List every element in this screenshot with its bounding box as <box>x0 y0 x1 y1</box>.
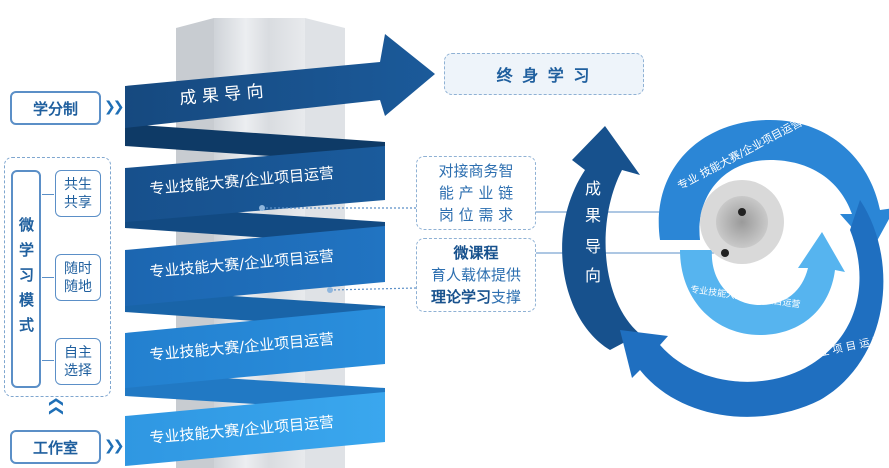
ribbon-outcome-arrow <box>125 34 435 128</box>
outcome-cycle-arrow <box>562 126 640 350</box>
mode-item-text: 随时随地 <box>64 260 92 295</box>
callout-line: 能 产 业 链 <box>438 184 514 202</box>
ribbon-3 <box>125 308 385 388</box>
mode-item-coexist: 共生共享 <box>55 170 101 217</box>
chevron-up-icon: ❯❯ <box>47 399 64 417</box>
callout-line: 岗 位 需 求 <box>438 206 514 224</box>
callout-line: 对接商务智 <box>438 162 514 180</box>
callout-bold-part: 理论学习 <box>430 288 491 306</box>
hub-inner <box>716 196 768 248</box>
goal-text: 终 身 学 习 <box>496 66 592 85</box>
micro-learning-mode-text: 微学习模式 <box>17 216 35 342</box>
mode-item-text: 自主选择 <box>64 344 92 379</box>
industry-demand-callout: 对接商务智 能 产 业 链 岗 位 需 求 <box>416 156 536 230</box>
mode-item-text: 共生共享 <box>64 176 92 211</box>
callout-line: 育人载体提供 <box>430 266 521 284</box>
micro-learning-group <box>4 157 111 397</box>
goal-box: 终 身 学 习 <box>444 53 644 95</box>
ribbon-1 <box>125 146 385 222</box>
ribbon-2 <box>125 226 385 306</box>
outer-bottom-arc <box>620 200 884 417</box>
micro-course-callout: 微课程 育人载体提供 理论学习支撑 <box>416 238 536 312</box>
studio-label: 工作室 <box>10 430 101 464</box>
callout-title: 微课程 <box>453 244 499 262</box>
studio-text: 工作室 <box>32 438 78 457</box>
cycle-arrow-char-2: 果 <box>585 206 601 225</box>
mode-item-choice: 自主选择 <box>55 338 101 385</box>
credit-system-label: 学分制 <box>10 91 101 125</box>
callout-rest-part: 支撑 <box>491 288 522 306</box>
cycle-arrow-char-3: 导 <box>585 237 601 256</box>
mode-item-anytime: 随时随地 <box>55 254 101 301</box>
inner-arc <box>680 232 845 335</box>
cycle-diagram <box>562 120 889 417</box>
cycle-arrow-char-1: 成 <box>585 179 601 198</box>
micro-learning-mode-box: 微学习模式 <box>11 170 41 388</box>
credit-system-text: 学分制 <box>32 99 78 118</box>
cycle-arrow-char-4: 向 <box>585 266 601 285</box>
callout-line: 理论学习支撑 <box>417 286 535 308</box>
outer-top-arc <box>658 120 889 250</box>
mode-connector <box>42 194 54 361</box>
chevron-right-icon: ❯❯ <box>104 438 125 454</box>
ribbon-4 <box>125 392 385 466</box>
chevron-right-icon: ❯❯ <box>104 99 125 115</box>
